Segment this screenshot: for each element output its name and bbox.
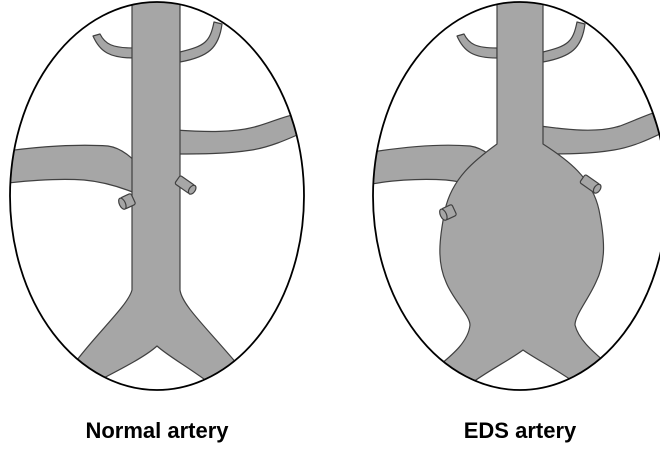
normal-artery-label: Normal artery (85, 418, 228, 444)
eds-main-trunk (434, 0, 613, 390)
normal-left-lateral-branch (0, 145, 142, 196)
eds-artery-panel (372, 0, 660, 390)
normal-artery-panel (0, 0, 304, 390)
normal-top-right-branch (180, 22, 222, 62)
eds-artery-label: EDS artery (464, 418, 577, 444)
eds-top-left-branch (457, 34, 497, 58)
normal-top-left-branch (93, 34, 134, 58)
normal-artery-vessels (0, 0, 304, 382)
normal-main-trunk (77, 0, 238, 382)
eds-right-lateral-branch (540, 110, 660, 154)
normal-right-lateral-branch (175, 114, 304, 154)
eds-top-right-branch (543, 22, 585, 62)
